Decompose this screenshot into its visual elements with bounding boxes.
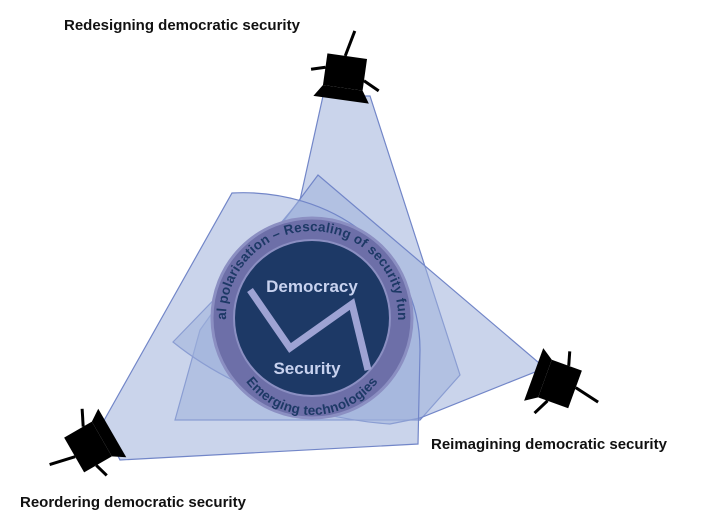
perspective-label-bottom: Reordering democratic security [20, 494, 246, 511]
camera-icon [524, 348, 599, 415]
inner-core [233, 239, 391, 397]
zigzag-line [247, 288, 372, 371]
camera-icon [310, 30, 380, 104]
core-word-democracy: Democracy [266, 277, 358, 296]
perspective-label-right: Reimagining democratic security [431, 436, 667, 453]
core-word-security: Security [273, 359, 341, 378]
perspective-label-top: Redesigning democratic security [64, 17, 300, 34]
camera-icon [49, 408, 127, 477]
